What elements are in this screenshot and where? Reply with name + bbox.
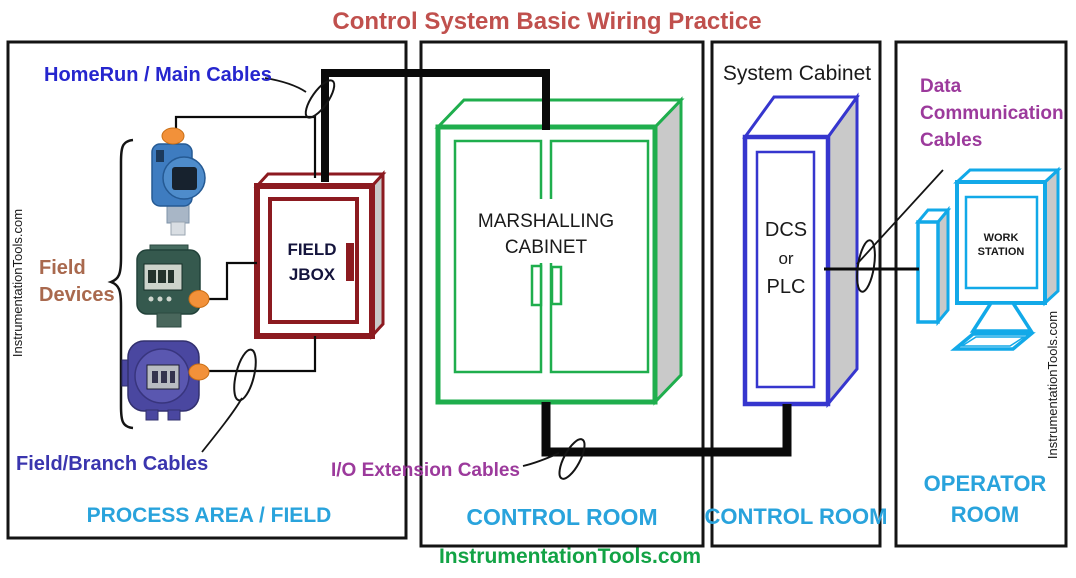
system-cabinet-title: System Cabinet [723, 62, 871, 85]
transmitter-device-3 [121, 340, 210, 421]
device3-digit [161, 371, 167, 383]
control-room-1-label: CONTROL ROOM [466, 504, 657, 530]
dcs-cabinet: DCS or PLC [742, 92, 860, 409]
marshalling-label-line2: CABINET [505, 237, 588, 258]
device1-port [156, 150, 164, 162]
device1-display [172, 167, 197, 190]
door-handle-left-icon [530, 264, 543, 307]
control-room-2-label: CONTROL ROOM [705, 504, 888, 529]
device3-digit [170, 371, 175, 383]
cable-loop-datacomm-icon [856, 239, 876, 293]
text-labels: Control System Basic Wiring Practice Hom… [10, 8, 1064, 568]
branch-wire-device1 [174, 115, 317, 178]
data-comm-label-line3: Cables [920, 130, 982, 151]
operator-workstation: WORK STATION [914, 166, 1062, 351]
jbox-label-line2: JBOX [289, 265, 336, 284]
io-extension-pointer-line [522, 452, 560, 467]
dcs-label-line2: or [778, 249, 793, 268]
device2-digit [148, 270, 156, 283]
io-extension-cables-label: I/O Extension Cables [331, 460, 520, 481]
device2-button [148, 296, 154, 302]
door-split-gap [536, 199, 558, 263]
device3-foot [145, 409, 159, 421]
device3-cable-node-icon [188, 363, 210, 381]
jbox-front-face [254, 183, 375, 339]
workstation-label-line1: WORK [984, 232, 1019, 244]
tower-front-face [916, 220, 940, 324]
workstation-keyboard [950, 332, 1036, 351]
device2-cable-node-icon [188, 290, 210, 308]
io-extension-cable [541, 402, 792, 457]
homerun-pointer-line [264, 77, 307, 93]
jbox-handle-icon [346, 243, 354, 281]
transmitter-device-2 [136, 244, 210, 328]
keyboard-inner-line [959, 336, 1027, 347]
device2-digit [158, 270, 166, 283]
cable-loop-homerun-icon [304, 79, 336, 119]
monitor-stand [969, 301, 1035, 333]
device2-button [157, 296, 163, 302]
marshalling-front-face [435, 124, 658, 405]
workstation-tower [914, 205, 952, 327]
jbox-door-outline [268, 197, 359, 324]
cable-loop-io-icon [558, 438, 586, 480]
page-title: Control System Basic Wiring Practice [332, 8, 761, 35]
marshalling-side-face [653, 96, 683, 406]
watermark-left: InstrumentationTools.com [10, 209, 25, 357]
transmitter-device-1 [151, 127, 206, 236]
process-area-label: PROCESS AREA / FIELD [87, 504, 332, 527]
workstation-label-line2: STATION [978, 246, 1025, 258]
data-comm-label-line2: Communication [920, 103, 1064, 124]
callouts [201, 77, 944, 480]
jbox-label-line1: FIELD [287, 240, 336, 259]
dcs-door-outline [755, 150, 816, 389]
data-comm-pointer-line [856, 169, 944, 265]
marshalling-label-line1: MARSHALLING [478, 211, 614, 232]
workstation-monitor: WORK STATION [953, 166, 1062, 333]
branch-wire-device2 [205, 261, 257, 301]
data-comm-label-line1: Data [920, 76, 962, 97]
device2-base [156, 312, 182, 328]
watermark-right: InstrumentationTools.com [1045, 311, 1060, 459]
branch-wire-device3 [205, 336, 317, 373]
marshalling-cabinet: MARSHALLING CABINET [434, 96, 685, 406]
field-devices-brace-icon [107, 138, 134, 430]
dcs-side-face [826, 92, 859, 409]
field-devices-label-line2: Devices [39, 284, 115, 306]
field-device-group [107, 127, 210, 430]
monitor-screen [964, 195, 1039, 290]
cables [174, 69, 919, 457]
dcs-label-line3: PLC [767, 276, 806, 298]
field-jbox-cabinet: FIELD JBOX [253, 170, 387, 340]
device3-digit [152, 371, 158, 383]
homerun-cables-label: HomeRun / Main Cables [44, 64, 272, 86]
door-handle-right-icon [550, 265, 563, 306]
field-branch-pointer-line [201, 397, 243, 453]
cable-loop-branch-icon [233, 348, 257, 402]
device2-digit [168, 270, 174, 283]
device1-cable-node-icon [161, 127, 185, 145]
operator-room-label-line1: OPERATOR [924, 471, 1047, 496]
device1-connector [170, 221, 186, 236]
footer-site-name: InstrumentationTools.com [439, 545, 701, 568]
operator-room-label-line2: ROOM [951, 502, 1019, 527]
homerun-main-cable [321, 69, 550, 182]
device2-button [166, 296, 172, 302]
dcs-label-line1: DCS [765, 219, 807, 241]
device3-foot [167, 409, 181, 421]
marshalling-top-face [434, 98, 685, 129]
field-branch-cables-label: Field/Branch Cables [16, 453, 208, 475]
field-devices-label-line1: Field [39, 257, 86, 279]
